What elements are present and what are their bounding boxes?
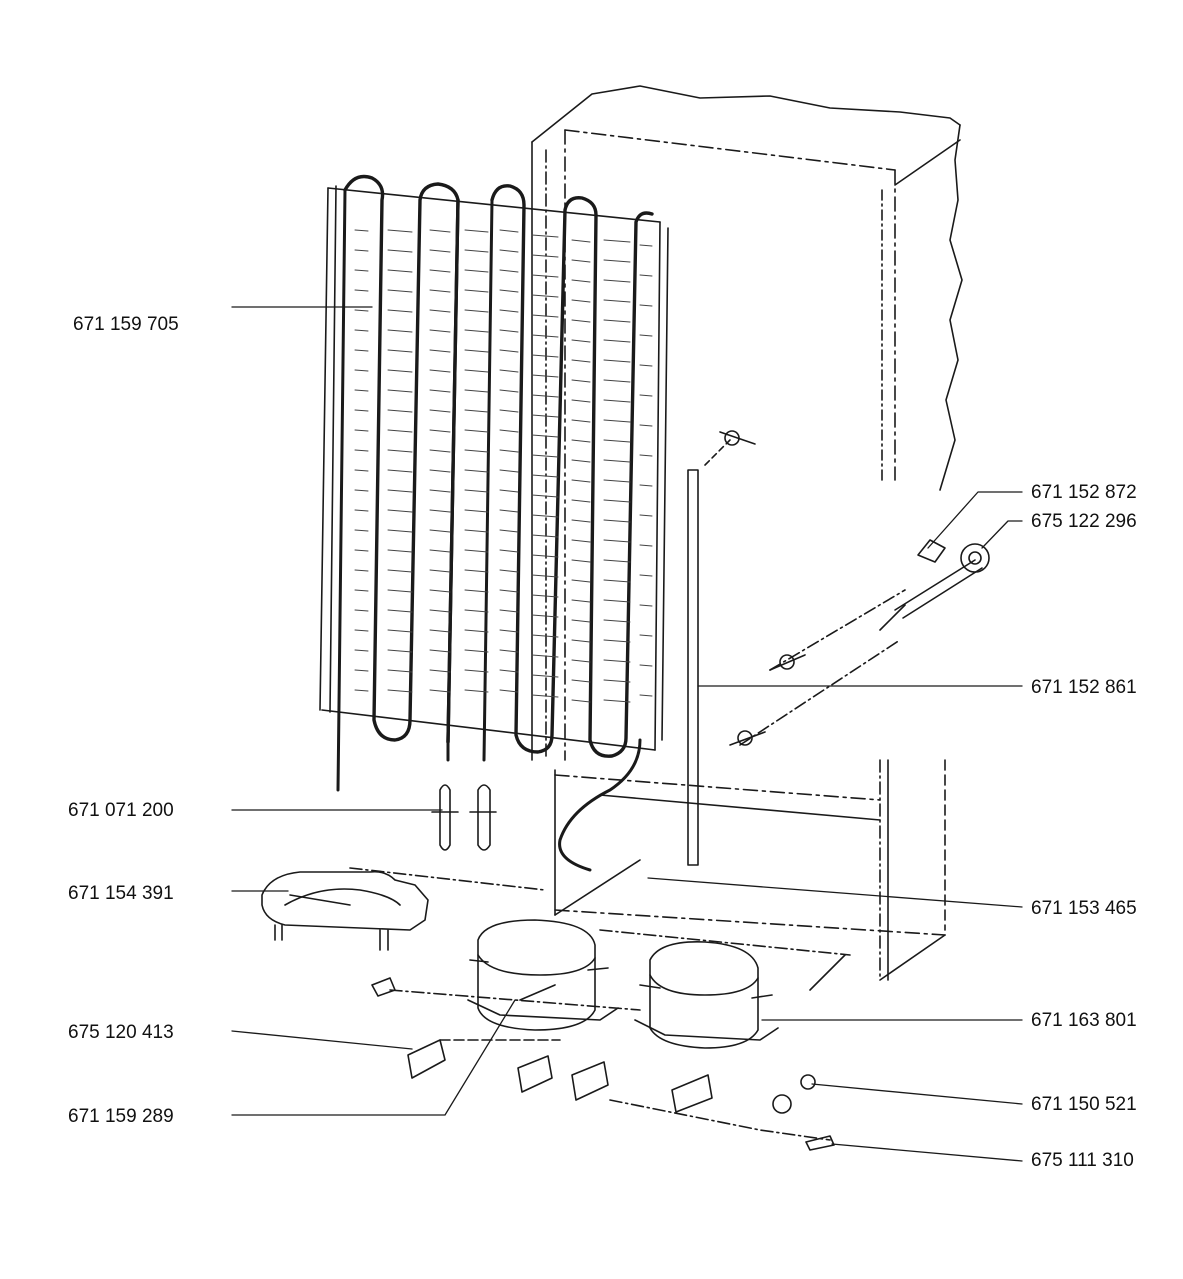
label-rod: 675 122 296 bbox=[1031, 511, 1137, 532]
drip-tray bbox=[261, 870, 429, 951]
vertical-bar bbox=[687, 430, 756, 866]
compressor-right bbox=[634, 941, 779, 1049]
label-spring-clip: 675 111 310 bbox=[1031, 1150, 1134, 1171]
label-clip: 671 152 872 bbox=[1031, 482, 1137, 503]
label-bracket-clip: 671 153 465 bbox=[1031, 898, 1137, 919]
rod-assembly bbox=[729, 539, 990, 746]
label-grommet: 671 150 521 bbox=[1031, 1094, 1137, 1115]
compressor-left bbox=[467, 919, 619, 1031]
label-vertical-bar: 671 152 861 bbox=[1031, 677, 1137, 698]
label-drip-tray: 671 154 391 bbox=[68, 883, 174, 904]
condenser bbox=[319, 174, 669, 872]
leader-lines bbox=[231, 306, 1023, 1162]
mounts bbox=[349, 867, 851, 1151]
label-compressor-left: 671 159 289 bbox=[68, 1106, 174, 1127]
label-filter-drier: 671 071 200 bbox=[68, 800, 174, 821]
label-condenser: 671 159 705 bbox=[73, 314, 179, 335]
label-compressor-right: 671 163 801 bbox=[1031, 1010, 1137, 1031]
cabinet-outline bbox=[531, 85, 963, 991]
filter-driers bbox=[431, 784, 497, 851]
label-compressor-mount: 675 120 413 bbox=[68, 1022, 174, 1043]
